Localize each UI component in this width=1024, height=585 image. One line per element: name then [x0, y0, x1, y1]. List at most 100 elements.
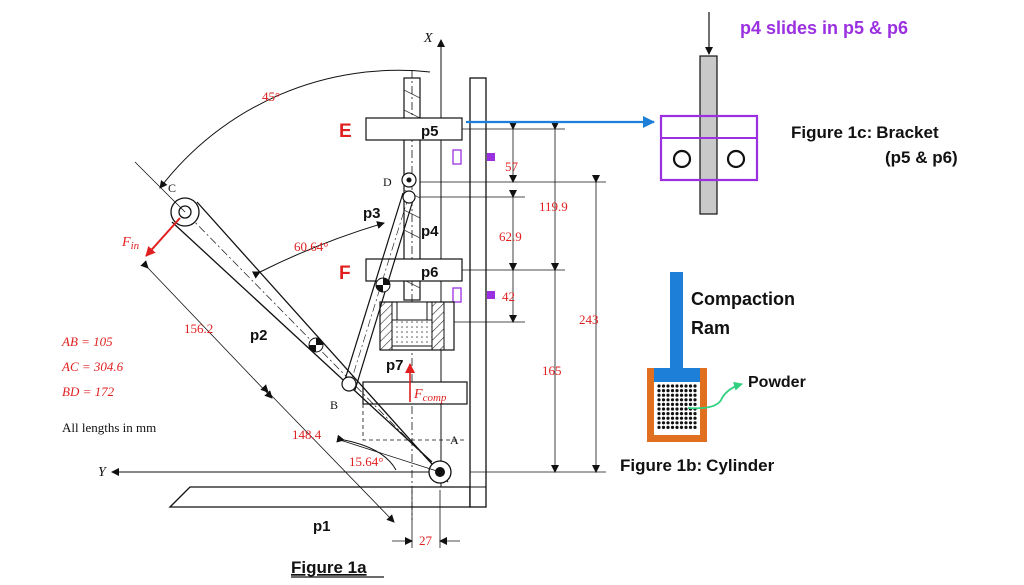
powder-dot — [670, 421, 675, 425]
powder-dot — [661, 389, 666, 393]
powder-dot — [688, 398, 693, 402]
powder-dot — [661, 416, 666, 420]
powder-dot — [688, 402, 693, 406]
arc-45 — [159, 69, 431, 189]
powder-dot — [661, 412, 666, 416]
frame-base — [168, 486, 471, 508]
x-axis-label: X — [423, 31, 433, 46]
powder-dot — [693, 425, 697, 429]
figure-1b-ram-rod — [670, 272, 683, 368]
powder-dot — [679, 398, 684, 402]
bracket-p6 — [365, 258, 463, 282]
label-p7: p7 — [386, 357, 404, 374]
powder-dot — [670, 407, 675, 411]
bolt-lower — [452, 287, 495, 303]
powder-dot — [679, 416, 684, 420]
figure-1c: p4 slides in p5 & p6 Figure 1c:Bracket (… — [466, 12, 958, 215]
dim-629: 62.9 — [499, 229, 522, 244]
cm-marker-p2 — [308, 337, 324, 353]
powder-dot — [670, 393, 675, 397]
length-ab: AB = 105 — [61, 334, 113, 349]
figure-1a-caption: Figure 1a — [291, 558, 367, 577]
label-p2: p2 — [250, 327, 268, 344]
powder-dot — [666, 402, 670, 406]
figure-1a: X Y p1 E p5 F p6 — [61, 31, 606, 578]
powder-dot — [657, 402, 661, 406]
powder-dot — [657, 421, 661, 425]
powder-dot — [675, 421, 679, 425]
powder-dot — [657, 393, 661, 397]
powder-dot — [666, 384, 670, 388]
label-angle-1564: 15.64° — [349, 454, 383, 469]
powder-dot — [661, 421, 666, 425]
powder-dot — [693, 412, 697, 416]
link-p3 — [342, 192, 415, 391]
powder-dot — [684, 402, 688, 406]
powder-dot — [670, 389, 675, 393]
powder-dot — [661, 384, 666, 388]
powder-dot — [661, 407, 666, 411]
figure-1c-caption-sub: (p5 & p6) — [885, 148, 958, 167]
figure-1b-ram-head — [654, 368, 700, 382]
powder-dot — [684, 412, 688, 416]
powder-dot — [688, 389, 693, 393]
powder-dot — [684, 398, 688, 402]
powder-dot — [657, 416, 661, 420]
cylinder-wall-left — [379, 301, 393, 351]
powder-dot — [675, 425, 679, 429]
joint-D — [401, 172, 417, 204]
bracket-p5 — [365, 117, 463, 141]
bolt-upper — [452, 149, 495, 165]
powder-dot — [693, 398, 697, 402]
figure-1b-powder-arrow — [687, 381, 743, 410]
powder-dot — [661, 393, 666, 397]
powder-dot — [693, 389, 697, 393]
dim-1484: 148.4 — [292, 427, 322, 442]
powder-dot — [670, 398, 675, 402]
figure-1b-ram-label-1: Compaction — [691, 289, 795, 309]
powder-dot — [679, 384, 684, 388]
powder-dot — [657, 398, 661, 402]
powder-dot — [666, 393, 670, 397]
powder-dot — [675, 416, 679, 420]
powder-dot — [693, 384, 697, 388]
powder-dot — [666, 425, 670, 429]
powder-dot — [661, 398, 666, 402]
label-B: B — [330, 398, 338, 412]
powder-dot — [666, 412, 670, 416]
label-p3: p3 — [363, 205, 381, 222]
powder-dot — [661, 402, 666, 406]
powder-dot — [657, 384, 661, 388]
powder-dot — [670, 416, 675, 420]
figure-1c-bracket — [659, 114, 759, 182]
powder-dot — [666, 407, 670, 411]
powder-dot — [670, 412, 675, 416]
powder-dot — [670, 402, 675, 406]
label-A: A — [450, 433, 459, 447]
cylinder-powder — [391, 319, 433, 347]
label-p6: p6 — [421, 264, 439, 281]
label-p5: p5 — [421, 123, 439, 140]
powder-dot — [688, 384, 693, 388]
powder-dot — [684, 393, 688, 397]
dim-165: 165 — [542, 363, 562, 378]
dim-57: 57 — [505, 159, 519, 174]
dim-243: 243 — [579, 312, 599, 327]
powder-dot — [666, 389, 670, 393]
powder-dot — [679, 389, 684, 393]
label-E: E — [339, 121, 352, 142]
label-angle-45: 45° — [262, 89, 280, 104]
powder-dot — [679, 402, 684, 406]
arc-6064 — [251, 221, 385, 279]
powder-dot — [684, 425, 688, 429]
powder-dot — [657, 389, 661, 393]
ref-line-c — [134, 161, 186, 213]
dim-1199: 119.9 — [539, 199, 568, 214]
dim-1562: 156.2 — [184, 321, 213, 336]
length-ac: AC = 304.6 — [61, 359, 124, 374]
label-C: C — [168, 181, 176, 195]
cm-marker-p3 — [375, 277, 391, 293]
powder-dot — [675, 393, 679, 397]
powder-dot — [688, 425, 693, 429]
powder-dot — [675, 402, 679, 406]
